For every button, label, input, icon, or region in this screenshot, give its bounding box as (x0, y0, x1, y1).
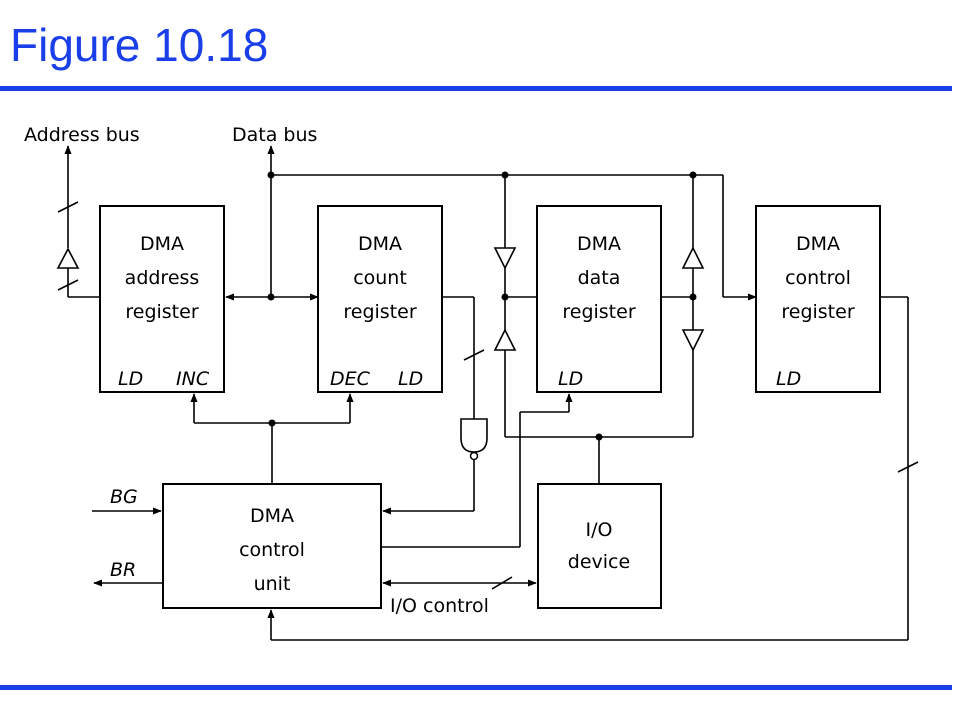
address-register-line1: DMA (140, 233, 184, 255)
count-register-dec-pin: DEC (330, 368, 371, 390)
dma-address-register-block: DMA address register LD INC (99, 205, 225, 393)
junction-dot (267, 293, 275, 301)
control-register-feedback (267, 296, 919, 641)
control-bus-width-slash (897, 461, 919, 473)
count-bus-width-slash (463, 349, 485, 361)
address-bus-width-slash (57, 279, 79, 291)
data-register-line1: DMA (577, 233, 621, 255)
count-register-line1: DMA (358, 233, 402, 255)
page-title: Figure 10.18 (10, 19, 269, 71)
address-bus-label: Address bus (24, 124, 140, 146)
control-register-ld-pin: LD (776, 368, 801, 390)
data-register-right-buffers (661, 175, 705, 437)
count-register-ld-pin: LD (398, 368, 423, 390)
address-bus-wire (56, 145, 100, 298)
title-divider (0, 86, 952, 91)
data-register-load-signal (381, 393, 573, 548)
count-register-line3: register (343, 301, 416, 323)
control-unit-register-signals (190, 393, 354, 484)
data-register-left-buffers (493, 175, 537, 437)
bg-label: BG (110, 486, 138, 508)
control-register-line3: register (781, 301, 854, 323)
data-bus-label: Data bus (232, 124, 317, 146)
address-register-inc-pin: INC (176, 368, 210, 390)
io-control-label: I/O control (390, 595, 489, 617)
dma-control-register-block: DMA control register LD (755, 205, 881, 393)
io-device-data-path (505, 433, 693, 484)
data-register-line3: register (562, 301, 635, 323)
data-register-ld-pin: LD (558, 368, 583, 390)
junction-dot (267, 171, 275, 179)
dma-control-unit-block: DMA control unit (162, 483, 382, 609)
bus-grant-signal: BG (92, 486, 162, 515)
dma-count-register-block: DMA count register DEC LD (317, 205, 443, 393)
address-bus-width-slash (57, 201, 79, 213)
data-register-line2: data (578, 267, 621, 289)
control-unit-line3: unit (254, 573, 291, 595)
nor-gate (460, 418, 488, 453)
address-bus-buffer (56, 247, 80, 269)
control-unit-line1: DMA (250, 505, 294, 527)
io-device-block: I/O device (537, 483, 662, 609)
control-register-line2: control (785, 267, 851, 289)
io-control-signal: I/O control (382, 576, 537, 617)
footer-divider (0, 685, 952, 690)
control-register-line1: DMA (796, 233, 840, 255)
data-bus-wire (225, 145, 757, 301)
control-unit-line2: control (239, 539, 305, 561)
br-label: BR (110, 559, 136, 581)
io-device-line1: I/O (586, 519, 613, 541)
io-device-line2: device (568, 551, 630, 573)
dma-data-register-block: DMA data register LD (536, 205, 662, 393)
io-control-width-slash (491, 576, 513, 590)
bus-request-signal: BR (93, 559, 163, 587)
address-register-line3: register (125, 301, 198, 323)
address-register-line2: address (125, 267, 200, 289)
count-zero-detect (382, 296, 488, 515)
address-register-ld-pin: LD (118, 368, 143, 390)
count-register-line2: count (353, 267, 407, 289)
